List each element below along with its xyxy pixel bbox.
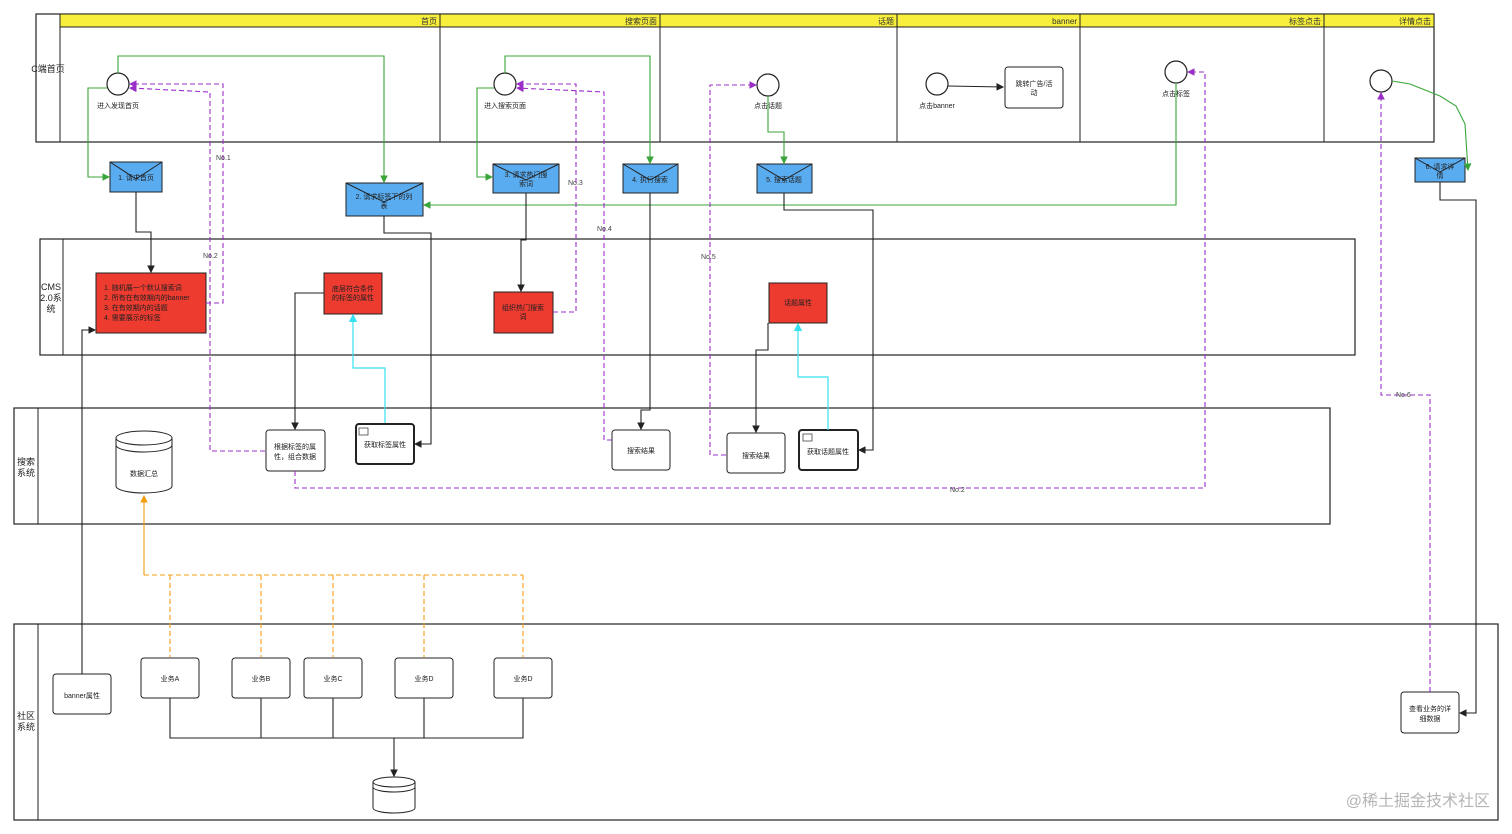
- cyan-arrows: [348, 313, 829, 430]
- column-header-tag-click: 标签点击: [1289, 16, 1321, 26]
- get-tag-attr-box[interactable]: 获取标签属性: [355, 423, 415, 465]
- business-c-label: 业务C: [323, 674, 342, 683]
- cms-home-config-line-1: 1. 随机展一个默认搜索词: [104, 283, 182, 292]
- column-header-detail-click: 详情点击: [1399, 16, 1431, 26]
- cms-tag-attr-label: 底层符合条件的标签的属性: [332, 284, 374, 302]
- search-db-label: 数据汇总: [130, 469, 158, 478]
- green-request-arrows: [87, 55, 1472, 209]
- column-header-search: 搜索页面: [625, 16, 657, 26]
- cms-topic-attr-box[interactable]: 话题属性: [768, 282, 828, 324]
- cms-home-config-line-4: 4. 需要展示的标签: [104, 313, 161, 322]
- get-topic-attr-box[interactable]: 获取话题属性: [798, 429, 859, 471]
- event-banner-label: 点击banner: [919, 101, 955, 110]
- cms-home-config-box[interactable]: 1. 随机展一个默认搜索词 2. 所有在有效期内的banner 3. 在有效期内…: [95, 272, 207, 334]
- cms-hot-words-box[interactable]: 组织热门搜索词: [493, 291, 554, 334]
- cms-tag-attr-box[interactable]: 底层符合条件的标签的属性: [323, 272, 383, 315]
- lane-label-community: 社区系统: [17, 710, 35, 732]
- business-detail-label: 查看业务的详细数据: [1409, 704, 1451, 723]
- message-3-label: 3. 请求热门搜索词: [505, 170, 548, 188]
- edge-label-no4: No.4: [597, 226, 612, 233]
- event-search-page[interactable]: 进入搜索页面: [484, 72, 526, 110]
- message-2-label: 2. 请求标签下的列表: [356, 192, 413, 210]
- message-4-envelope[interactable]: 4. 执行搜索: [622, 163, 679, 194]
- message-1-label: 1. 请求首页: [118, 173, 154, 182]
- community-db[interactable]: [372, 776, 416, 814]
- edge-label-no6: No.6: [1396, 392, 1411, 399]
- event-home-label: 进入发现首页: [97, 101, 139, 110]
- get-topic-attr-label: 获取话题属性: [807, 447, 849, 456]
- search-result-box-2[interactable]: 搜索结果: [726, 432, 786, 474]
- business-b-label: 业务B: [252, 674, 271, 683]
- watermark-text: @稀土掘金技术社区: [1346, 792, 1490, 810]
- get-tag-attr-label: 获取标签属性: [364, 440, 406, 449]
- business-a-label: 业务A: [161, 674, 180, 683]
- message-6-label: 6. 请求详情: [1426, 162, 1455, 180]
- purple-response-arrows: [128, 68, 1431, 692]
- message-3-envelope[interactable]: 3. 请求热门搜索词: [492, 163, 560, 194]
- banner-jump-label: 跳转广告/活动: [1016, 79, 1053, 97]
- edge-label-no5: No.5: [701, 254, 716, 261]
- business-d2-label: 业务D: [513, 674, 532, 683]
- business-a-box[interactable]: 业务A: [140, 657, 200, 699]
- column-header-home: 首页: [421, 16, 437, 26]
- message-6-envelope[interactable]: 6. 请求详情: [1414, 157, 1466, 183]
- lane-label-search: 搜索系统: [17, 456, 35, 478]
- cms-topic-attr-label: 话题属性: [784, 298, 812, 307]
- event-home[interactable]: 进入发现首页: [97, 72, 139, 110]
- search-result-box-1[interactable]: 搜索结果: [611, 429, 671, 471]
- banner-attr-label: banner属性: [64, 691, 100, 700]
- business-d-box[interactable]: 业务D: [394, 657, 454, 699]
- message-5-envelope[interactable]: 5. 搜索话题: [756, 163, 813, 194]
- business-b-box[interactable]: 业务B: [231, 657, 291, 699]
- business-d2-box[interactable]: 业务D: [493, 657, 553, 699]
- banner-attr-box[interactable]: banner属性: [52, 673, 112, 715]
- cms-home-config-line-2: 2. 所有在有效期内的banner: [104, 293, 190, 302]
- edge-label-no2-bottom: No.2: [950, 487, 965, 494]
- business-c-box[interactable]: 业务C: [303, 657, 363, 699]
- column-header-topic: 话题: [878, 16, 894, 26]
- message-4-label: 4. 执行搜索: [632, 175, 668, 184]
- message-1-envelope[interactable]: 1. 请求首页: [109, 161, 163, 193]
- lane-label-c-end: C端首页: [31, 63, 65, 74]
- lane-c-end: C端首页 首页 搜索页面 话题 banner 标签点击 详情点击: [31, 13, 1435, 143]
- combine-data-label: 根据标签的属性，组合数据: [274, 442, 316, 461]
- cms-hot-words-label: 组织热门搜索词: [502, 303, 544, 321]
- event-search-page-label: 进入搜索页面: [484, 101, 526, 110]
- edge-label-no1: No.1: [216, 155, 231, 162]
- business-detail-box[interactable]: 查看业务的详细数据: [1400, 691, 1460, 734]
- cms-home-config-line-3: 3. 在有效期内的话题: [104, 303, 168, 312]
- event-banner[interactable]: 点击banner: [919, 72, 956, 110]
- message-5-label: 5. 搜索话题: [766, 175, 802, 184]
- orange-data-sync-lines: [140, 494, 524, 657]
- business-d-label: 业务D: [414, 674, 433, 683]
- edge-label-no3: No.3: [568, 180, 583, 187]
- black-flow-arrows: [81, 83, 1477, 778]
- combine-data-box[interactable]: 根据标签的属性，组合数据: [265, 429, 326, 472]
- lane-search: 搜索系统: [13, 407, 1331, 525]
- banner-jump-box[interactable]: 跳转广告/活动: [1004, 66, 1064, 109]
- lane-community: 社区系统: [13, 623, 1499, 821]
- message-2-envelope[interactable]: 2. 请求标签下的列表: [345, 182, 424, 217]
- edge-label-no2: No.2: [203, 253, 218, 260]
- event-detail[interactable]: [1369, 69, 1393, 93]
- search-result-2-label: 搜索结果: [742, 451, 770, 460]
- search-db[interactable]: 数据汇总: [115, 430, 173, 494]
- search-result-1-label: 搜索结果: [627, 446, 655, 455]
- column-header-banner: banner: [1052, 17, 1077, 26]
